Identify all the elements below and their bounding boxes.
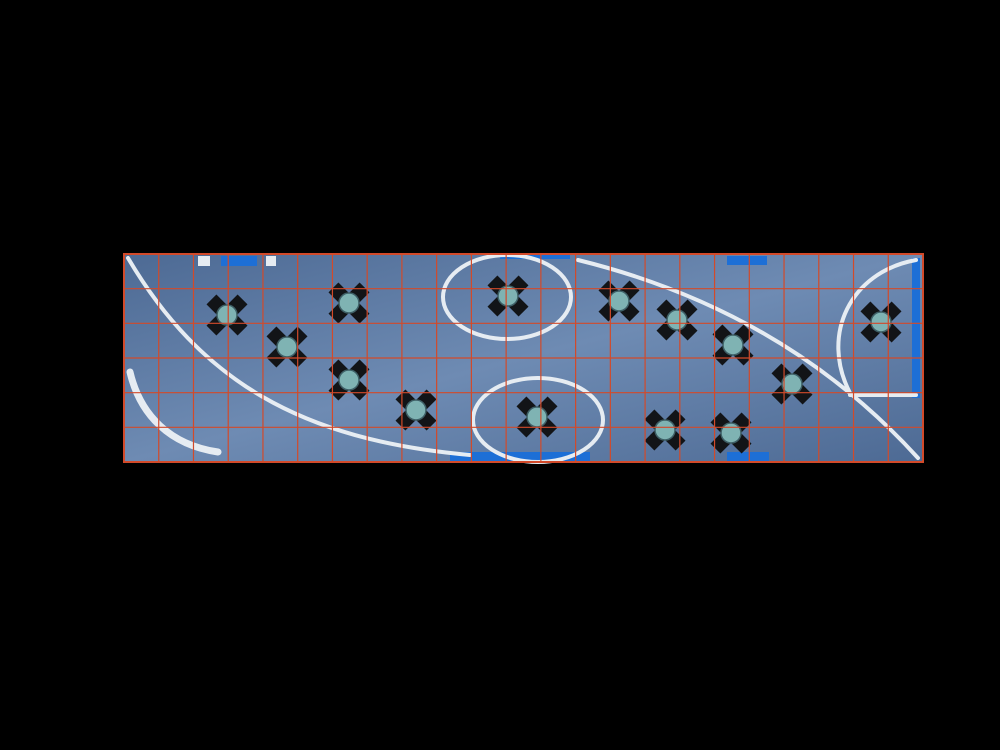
table-set: [644, 409, 686, 451]
grid-border: [123, 253, 924, 463]
round-table: [526, 406, 548, 428]
round-table: [276, 336, 298, 358]
marker-square: [266, 256, 276, 266]
right-arc: [836, 258, 918, 395]
round-table: [338, 292, 360, 314]
table-set: [487, 275, 529, 317]
table-sets: [206, 275, 902, 454]
grid-overlay: [123, 253, 924, 463]
accent-panel: [500, 254, 570, 259]
table-set: [860, 301, 902, 343]
round-table: [870, 311, 892, 333]
round-table: [608, 290, 630, 312]
round-table: [497, 285, 519, 307]
round-table: [654, 419, 676, 441]
round-table: [666, 309, 688, 331]
table-set: [328, 282, 370, 324]
round-table: [722, 334, 744, 356]
sweep-curve-main: [576, 258, 920, 460]
round-table: [216, 304, 238, 326]
accent-panel: [450, 452, 590, 461]
accent-panel: [727, 256, 767, 265]
table-set: [598, 280, 640, 322]
table-set: [656, 299, 698, 341]
accent-panels: [198, 254, 920, 461]
round-table: [338, 369, 360, 391]
accent-panel: [912, 258, 920, 398]
round-table: [720, 422, 742, 444]
accent-panel: [727, 452, 769, 461]
table-set: [206, 294, 248, 336]
corner-arc-left: [126, 368, 222, 456]
marker-square: [198, 256, 210, 266]
table-set: [771, 363, 813, 405]
table-set: [328, 359, 370, 401]
table-set: [712, 324, 754, 366]
accent-panel: [221, 256, 257, 266]
round-table: [405, 399, 427, 421]
table-set: [710, 412, 752, 454]
round-table: [781, 373, 803, 395]
table-set: [395, 389, 437, 431]
